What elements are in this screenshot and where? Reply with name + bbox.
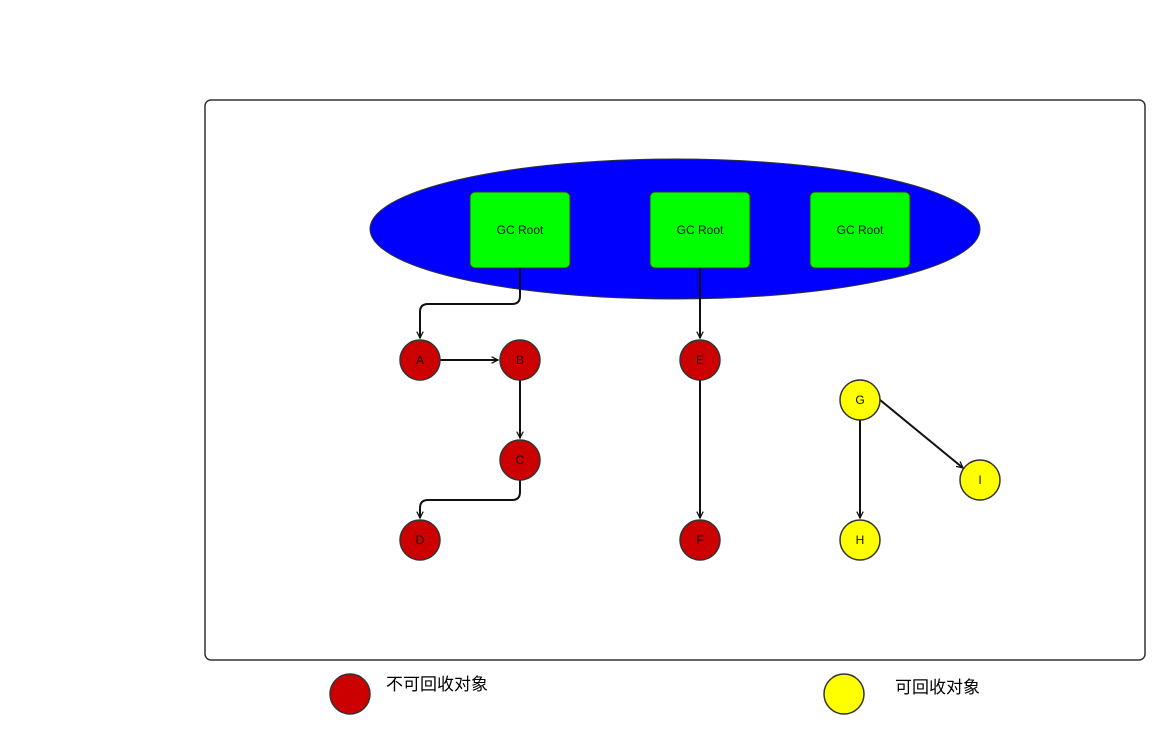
node-label: B [516,353,524,367]
legend: 不可回收对象 可回收对象 [329,673,980,715]
gc-root-label: GC Root [837,223,884,237]
edge-root-to-a [420,268,521,338]
object-node-e: E [679,339,721,381]
node-label: G [855,393,864,407]
node-label: A [416,353,424,367]
legend-unreachable-swatch [823,673,865,715]
object-node-d: D [399,519,441,561]
edge-g-to-i [873,394,963,468]
legend-reachable-label: 不可回收对象 [386,675,488,695]
legend-unreachable-label: 可回收对象 [895,678,980,698]
node-label: F [696,533,703,547]
object-node-a: A [399,339,441,381]
node-label: H [856,533,865,547]
gc-root-box: GC Root [809,191,911,269]
object-node-h: H [839,519,881,561]
node-label: I [978,473,981,487]
gc-root-box: GC Root [469,191,571,269]
gc-root-box: GC Root [649,191,751,269]
node-label: E [696,353,704,367]
gc-root-label: GC Root [677,223,724,237]
node-label: C [516,453,525,467]
object-node-c: C [499,439,541,481]
object-node-g: G [839,379,881,421]
legend-reachable-swatch [329,673,371,715]
object-node-b: B [499,339,541,381]
node-label: D [416,533,425,547]
object-node-f: F [679,519,721,561]
gc-root-label: GC Root [497,223,544,237]
object-node-i: I [959,459,1001,501]
edge-c-to-d [420,480,521,518]
